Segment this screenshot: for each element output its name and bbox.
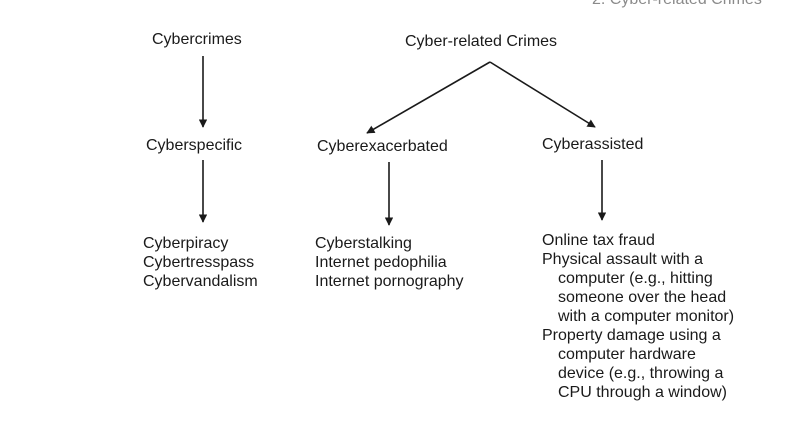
node-cyberassisted: Cyberassisted [542,136,644,153]
node-cybercrimes: Cybercrimes [152,31,242,48]
list-cyberspecific-examples: Cyberpiracy Cybertresspass Cybervandalis… [143,234,258,291]
list-item: Internet pornography [315,273,464,290]
arrow-cyberrelated-to-cyberexacerbated [366,61,491,134]
list-item: Cybertresspass [143,254,255,271]
list-item: Cyberpiracy [143,235,229,252]
list-item: Internet pedophilia [315,254,447,271]
top-right-caption: 2. Cyber-related Crimes [592,0,762,10]
list-cyberassisted-examples: Online tax fraud Physical assault with a… [542,231,734,402]
list-cyberexacerbated-examples: Cyberstalking Internet pedophilia Intern… [315,234,464,291]
list-item: Cyberstalking [315,235,412,252]
list-item: Online tax fraud [542,232,655,249]
node-cyber-related-crimes: Cyber-related Crimes [405,33,558,50]
node-cyberexacerbated: Cyberexacerbated [317,138,448,155]
node-cyberspecific: Cyberspecific [146,137,243,154]
list-item: Physical assault with a computer (e.g., … [542,251,735,325]
list-item: Cybervandalism [143,273,258,290]
arrow-cyberrelated-to-cyberassisted [489,61,596,128]
list-item: Property damage using a computer hardwar… [542,327,727,401]
